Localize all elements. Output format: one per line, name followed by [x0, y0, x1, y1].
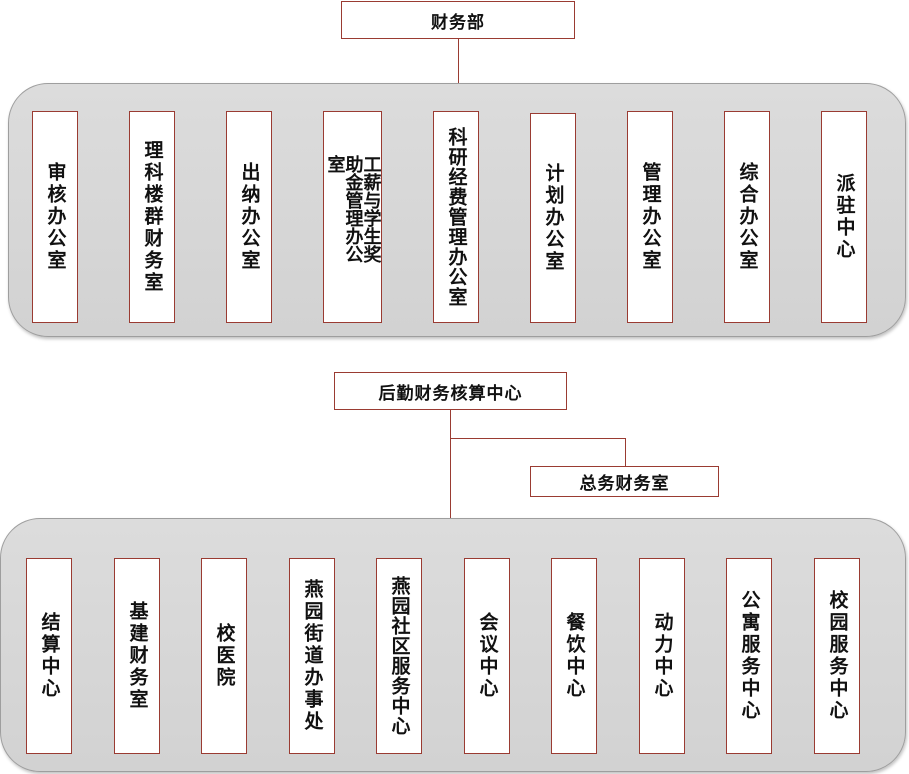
top-unit-7-label: 管理办公室 — [639, 162, 662, 272]
bottom-unit-8-label: 动力中心 — [651, 612, 674, 700]
bottom-unit-7-label: 餐饮中心 — [563, 612, 586, 700]
bottom-unit-5[interactable]: 燕园社区服务中心 — [376, 558, 422, 754]
finance-dept-head[interactable]: 财务部 — [341, 1, 575, 39]
bottom-unit-6[interactable]: 会议中心 — [464, 558, 510, 754]
general-affairs-finance-office-label: 总务财务室 — [579, 474, 670, 494]
bottom-unit-3-label: 校医院 — [213, 623, 236, 689]
top-unit-4[interactable]: 工薪与学生奖助金管理办公室 — [323, 111, 382, 323]
top-unit-3[interactable]: 出纳办公室 — [226, 111, 272, 323]
top-unit-2-label: 理科楼群财务室 — [141, 140, 164, 294]
top-unit-8[interactable]: 综合办公室 — [724, 111, 770, 323]
connector-line — [450, 409, 451, 519]
top-unit-1[interactable]: 审核办公室 — [32, 111, 78, 323]
top-unit-6-label: 计划办公室 — [542, 163, 565, 273]
bottom-unit-1-label: 结算中心 — [38, 612, 61, 700]
general-affairs-finance-office[interactable]: 总务财务室 — [530, 466, 719, 497]
top-unit-9[interactable]: 派驻中心 — [821, 111, 867, 323]
bottom-unit-2[interactable]: 基建财务室 — [114, 558, 160, 754]
top-unit-7[interactable]: 管理办公室 — [627, 111, 673, 323]
top-unit-1-label: 审核办公室 — [44, 162, 67, 272]
logistics-finance-center-head[interactable]: 后勤财务核算中心 — [334, 372, 567, 410]
logistics-finance-center-label: 后勤财务核算中心 — [378, 383, 523, 404]
bottom-unit-5-label: 燕园社区服务中心 — [388, 576, 411, 736]
top-unit-9-label: 派驻中心 — [833, 173, 856, 261]
connector-line — [458, 38, 459, 84]
bottom-unit-6-label: 会议中心 — [476, 612, 499, 700]
bottom-unit-9[interactable]: 公寓服务中心 — [726, 558, 772, 754]
top-unit-5-label: 科研经费管理办公室 — [445, 127, 468, 307]
top-unit-3-label: 出纳办公室 — [238, 162, 261, 272]
bottom-unit-9-label: 公寓服务中心 — [738, 590, 761, 722]
connector-line — [450, 438, 626, 439]
bottom-unit-10[interactable]: 校园服务中心 — [814, 558, 860, 754]
top-unit-6[interactable]: 计划办公室 — [530, 113, 576, 323]
bottom-unit-4[interactable]: 燕园街道办事处 — [289, 558, 335, 754]
bottom-unit-2-label: 基建财务室 — [126, 601, 149, 711]
bottom-unit-3[interactable]: 校医院 — [201, 558, 247, 754]
top-unit-5[interactable]: 科研经费管理办公室 — [433, 111, 479, 323]
bottom-unit-4-label: 燕园街道办事处 — [301, 579, 324, 733]
finance-dept-head-label: 财务部 — [431, 12, 485, 33]
bottom-unit-10-label: 校园服务中心 — [826, 590, 849, 722]
bottom-unit-1[interactable]: 结算中心 — [26, 558, 72, 754]
connector-line — [625, 438, 626, 467]
top-unit-4-label: 工薪与学生奖助金管理办公室 — [324, 154, 382, 263]
bottom-unit-7[interactable]: 餐饮中心 — [551, 558, 597, 754]
bottom-unit-8[interactable]: 动力中心 — [639, 558, 685, 754]
top-unit-2[interactable]: 理科楼群财务室 — [129, 111, 175, 323]
top-unit-8-label: 综合办公室 — [736, 162, 759, 272]
